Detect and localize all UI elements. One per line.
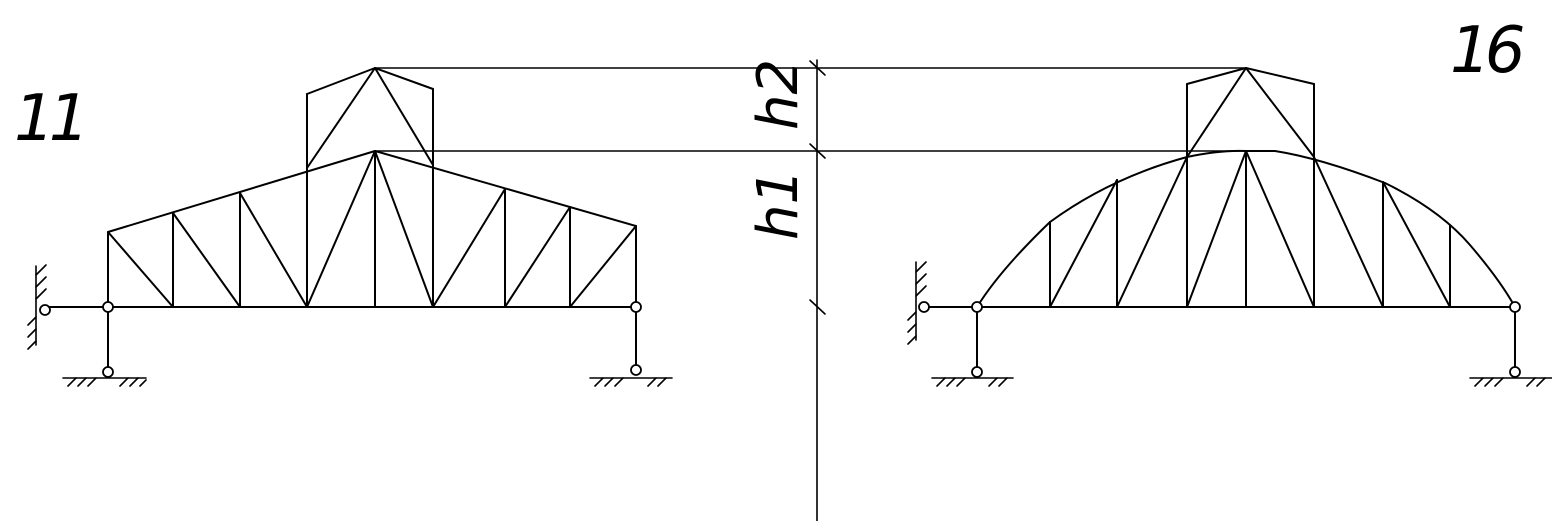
hinge-node <box>971 366 983 378</box>
hinge-node <box>102 301 114 313</box>
left-pin-support-1 <box>62 306 147 387</box>
hinge-node <box>1509 301 1521 313</box>
h1-dimension-label: h1 <box>746 169 811 240</box>
hinge-node <box>39 304 51 316</box>
hinge-node <box>1509 366 1521 378</box>
right-wall-support <box>907 261 927 345</box>
hinge-node <box>630 301 642 313</box>
right-pin-support-1 <box>931 306 1014 387</box>
left-wall-support <box>27 264 47 350</box>
hinge-node <box>102 366 114 378</box>
dimension-lines <box>374 59 1276 521</box>
left-truss <box>44 67 637 308</box>
hinge-node <box>630 364 642 376</box>
h2-dimension-label: h2 <box>746 59 811 130</box>
left-truss-number: 11 <box>14 82 83 156</box>
right-truss <box>923 67 1516 308</box>
right-truss-number: 16 <box>1450 14 1523 88</box>
hinge-node <box>918 301 930 313</box>
right-pin-support-2 <box>1469 306 1552 387</box>
left-pin-support-2 <box>589 306 673 387</box>
hinge-node <box>971 301 983 313</box>
